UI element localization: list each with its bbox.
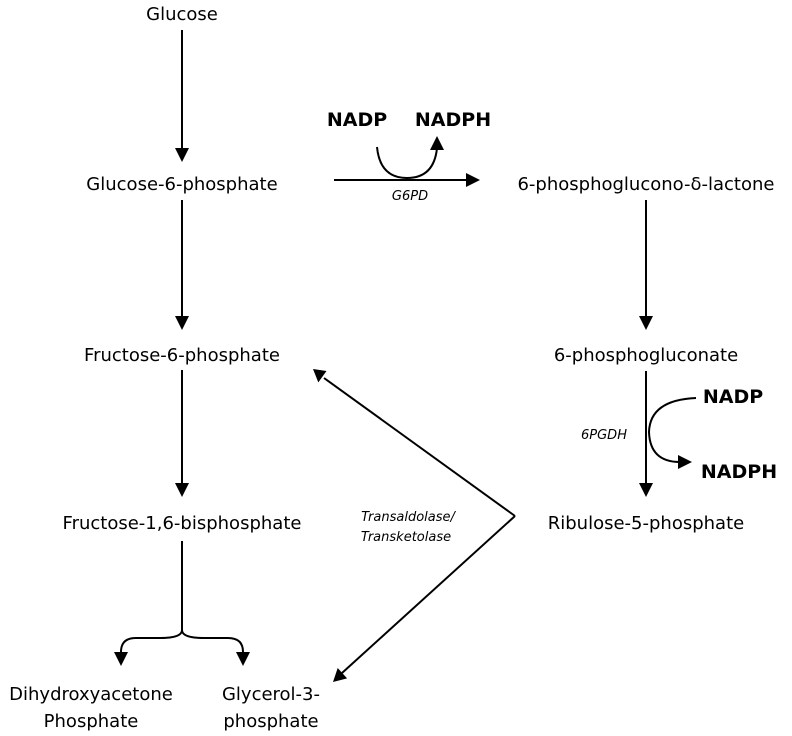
6pgdh-enzyme-label: 6PGDH bbox=[581, 428, 627, 443]
fructose-1-6-bisphosphate-label: Fructose-1,6-bisphosphate bbox=[63, 513, 302, 534]
arrow-f16bp-split bbox=[114, 541, 250, 666]
phosphoglucono-lactone-label: 6-phosphoglucono-δ-lactone bbox=[517, 174, 774, 195]
glycerol-3-phosphate-label-line2: phosphate bbox=[223, 711, 318, 732]
fructose-6-phosphate-label: Fructose-6-phosphate bbox=[84, 345, 280, 366]
arrow-f6p-to-f16bp bbox=[175, 370, 189, 497]
nadp-top-label: NADP bbox=[327, 109, 387, 131]
dihydroxyacetone-phosphate-label-line1: Dihydroxyacetone bbox=[9, 684, 173, 705]
glucose-label: Glucose bbox=[146, 4, 218, 25]
g6pd-enzyme-label: G6PD bbox=[392, 189, 428, 204]
transketolase-enzyme-label: Transketolase bbox=[361, 530, 451, 545]
arrow-g6p-to-f6p bbox=[175, 200, 189, 330]
arrow-g6p-to-lactone bbox=[334, 173, 480, 187]
arrow-nadp-to-nadph-right bbox=[647, 397, 697, 469]
arrow-ru5p-to-f6p bbox=[313, 369, 516, 517]
nadph-right-label: NADPH bbox=[701, 461, 777, 483]
arrow-ru5p-to-g3p bbox=[333, 515, 516, 682]
nadp-right-label: NADP bbox=[703, 386, 763, 408]
arrow-nadp-to-nadph-top bbox=[376, 136, 444, 180]
glucose-6-phosphate-label: Glucose-6-phosphate bbox=[86, 174, 277, 195]
transaldolase-enzyme-label: Transaldolase/ bbox=[361, 510, 456, 525]
arrow-lactone-to-gluconate bbox=[639, 200, 653, 330]
dihydroxyacetone-phosphate-label-line2: Phosphate bbox=[44, 711, 139, 732]
glycerol-3-phosphate-label-line1: Glycerol-3- bbox=[222, 684, 320, 705]
phosphogluconate-label: 6-phosphogluconate bbox=[554, 345, 738, 366]
arrow-glucose-to-g6p bbox=[175, 30, 189, 162]
nadph-top-label: NADPH bbox=[415, 109, 491, 131]
ribulose-5-phosphate-label: Ribulose-5-phosphate bbox=[548, 513, 744, 534]
arrow-gluconate-to-ru5p bbox=[639, 371, 653, 497]
